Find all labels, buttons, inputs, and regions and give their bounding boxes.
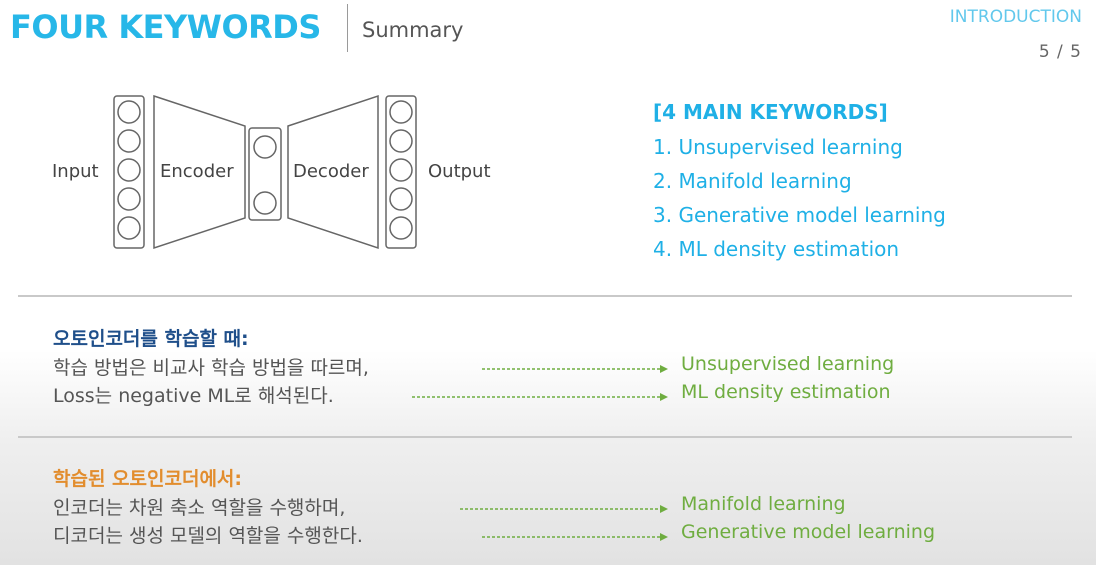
arrow-icon (460, 505, 668, 513)
keyword-item: 3. Generative model learning (653, 203, 946, 227)
keyword-item: 2. Manifold learning (653, 169, 852, 193)
section-label: INTRODUCTION (949, 7, 1082, 27)
keyword-tag: ML density estimation (681, 381, 891, 403)
input-label: Input (52, 161, 99, 182)
arrow-icon (412, 393, 668, 401)
trained-line-1: 인코더는 차원 축소 역할을 수행하며, (53, 497, 346, 519)
section-divider (18, 295, 1072, 297)
output-label: Output (428, 161, 491, 182)
training-heading: 오토인코더를 학습할 때: (53, 328, 249, 350)
autoencoder-diagram (113, 94, 417, 250)
training-line-2: Loss는 negative ML로 해석된다. (53, 385, 334, 407)
keyword-item: 1. Unsupervised learning (653, 135, 903, 159)
encoder-label: Encoder (160, 161, 234, 182)
keyword-tag: Generative model learning (681, 521, 936, 543)
page-number: 5 / 5 (1038, 42, 1082, 62)
arrow-icon (482, 533, 668, 541)
decoder-block (287, 94, 379, 250)
keyword-item: 4. ML density estimation (653, 237, 900, 261)
trained-heading: 학습된 오토인코더에서: (53, 468, 243, 490)
keyword-tag: Manifold learning (681, 493, 846, 515)
trained-line-2: 디코더는 생성 모델의 역할을 수행한다. (53, 525, 363, 547)
arrow-icon (482, 365, 668, 373)
title-divider (347, 4, 348, 52)
latent-layer (248, 127, 282, 221)
output-layer (385, 95, 417, 249)
training-line-1: 학습 방법은 비교사 학습 방법을 따르며, (53, 357, 369, 379)
keywords-heading: [4 MAIN KEYWORDS] (653, 100, 888, 124)
encoder-block (153, 94, 246, 250)
decoder-label: Decoder (293, 161, 369, 182)
input-layer (113, 95, 145, 249)
section-divider (18, 436, 1072, 438)
keyword-tag: Unsupervised learning (681, 353, 895, 375)
page-title: FOUR KEYWORDS (10, 8, 321, 46)
page-subtitle: Summary (362, 18, 464, 42)
